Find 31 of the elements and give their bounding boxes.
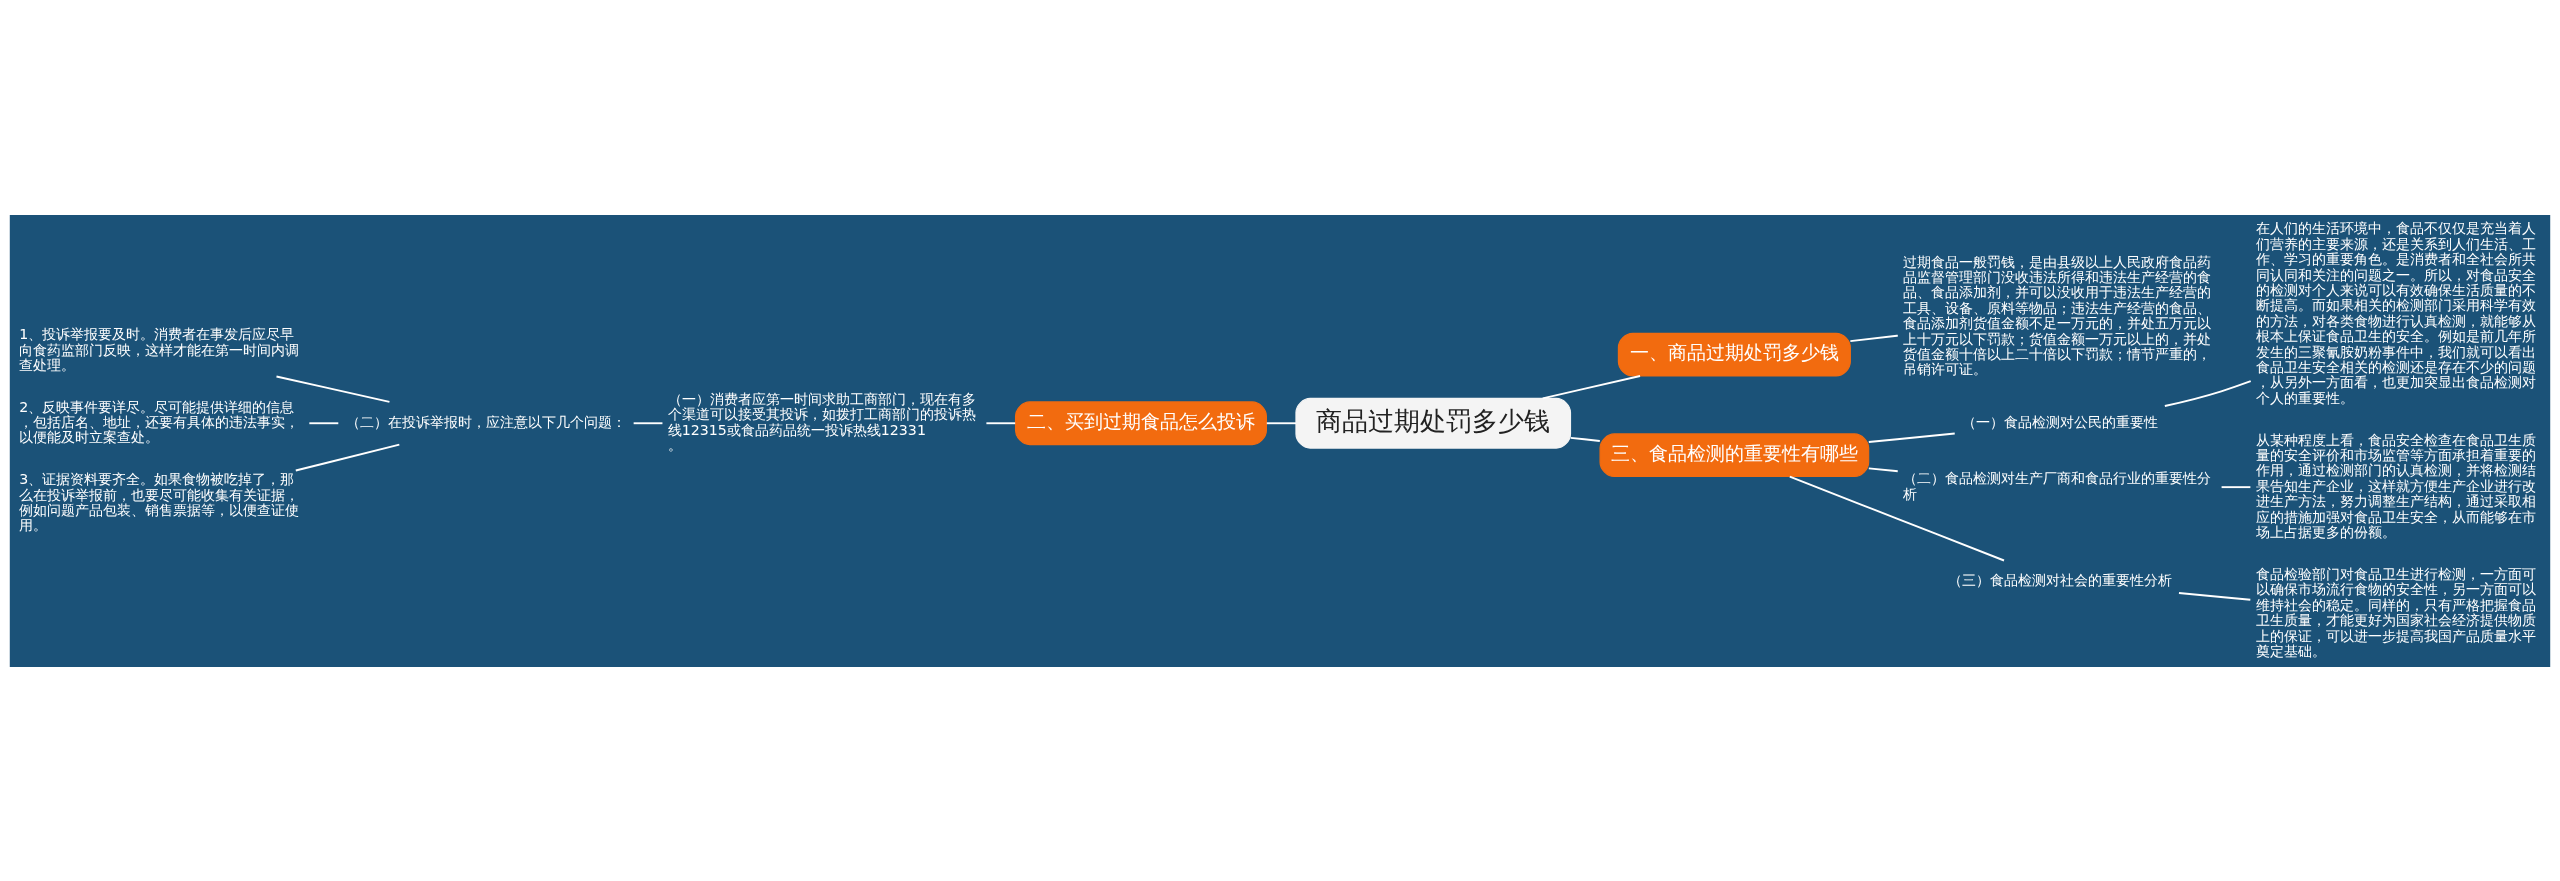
node-text: （二）食品检测对生产厂商和食品行业的重要性分析: [1902, 469, 2211, 502]
connector: [1265, 421, 1297, 424]
node-box: 三、食品检测的重要性有哪些: [1599, 432, 1870, 477]
connector: [275, 375, 391, 403]
connector: [1569, 436, 1601, 442]
node-text: （一）食品检测对公民的重要性: [1961, 413, 2158, 430]
connector: [2220, 485, 2252, 488]
connector: [1541, 374, 1641, 399]
node-box: 一、商品过期处罚多少钱: [1617, 332, 1851, 376]
node-text: 1、投诉举报要及时。消费者在事发后应尽早向食药监部门反映，这样才能在第一时间内调查处理。: [19, 325, 300, 373]
connector: [632, 421, 664, 424]
node-text: 过期食品一般罚钱，是由县级以上人民政府食品药品监督管理部门没收违法所得和违法生产经营的食品、食品添加剂，并可以没收用于违法生产经营的工具、设备、原料等物品；违法生产经营的食品、食品添加剂货值金额不足一万元的，并处五万元以上十万元以下罚款；货值金额一万元以上的，并处货值金额十倍以上二十倍以下罚款；情节严重的，吊销许可证。: [1902, 253, 2211, 377]
connector: [294, 443, 401, 471]
connector: [1849, 334, 1899, 342]
connector: [2163, 379, 2252, 407]
connector: [308, 421, 340, 424]
node-text: 3、证据资料要齐全。如果食物被吃掉了，那么在投诉举报前，也要尽可能收集有关证据，例如问题产品包装、销售票据等，以便查证使用。: [19, 470, 300, 533]
node-text: （一）消费者应第一时间求助工商部门，现在有多个渠道可以接受其投诉，如拨打工商部门的投诉热线12315或食品药品统一投诉热线12331。: [667, 390, 976, 453]
node-text: （三）食品检测对社会的重要性分析: [1947, 571, 2172, 588]
node-text: （二）在投诉举报时，应注意以下几个问题：: [346, 413, 627, 430]
connector: [985, 421, 1017, 424]
node-box: 二、买到过期食品怎么投诉: [1014, 400, 1267, 445]
node-text: 在人们的生活环境中，食品不仅仅是充当着人们营养的主要来源，还是关系到人们生活、工作、学习的重要角色。是消费者和全社会所共同认同和关注的问题之一。所以，对食品安全的检测对个人来说可以有效确保生活质量的不断提高。而如果相关的检测部门采用科学有效的方法，对各类食物进行认真检测，就能够从根本上保证食品卫生的安全。例如是前几年所发生的三聚氰胺奶粉事件中，我们就可以看出食品卫生安全相关的检测还是存在不少的问题，从另外一方面看，也更加突显出食品检测对个人的重要性。: [2255, 219, 2536, 406]
node-text: 从某种程度上看，食品安全检查在食品卫生质量的安全评价和市场监管等方面承担着重要的作用，通过检测部门的认真检测，并将检测结果告知生产企业，这样就方便生产企业进行改进生产方法，努力调整生产结构，通过采取相应的措施加强对食品卫生安全，从而能够在市场上占据更多的份额。: [2255, 431, 2536, 540]
connector: [2178, 591, 2252, 601]
connector: [1867, 432, 1956, 443]
connector: [1867, 466, 1899, 472]
node-text: 2、反映事件要详尽。尽可能提供详细的信息，包括店名、地址，还要有具体的违法事实，以便能及时立案查处。: [19, 398, 300, 445]
connector: [1788, 475, 2005, 561]
node-box: 商品过期处罚多少钱: [1295, 397, 1572, 449]
node-text: 食品检验部门对食品卫生进行检测，一方面可以确保市场流行食物的安全性，另一方面可以维持社会的稳定。同样的，只有严格把握食品卫生质量，才能更好为国家社会经济提供物质上的保证，可以进一步提高我国产品质量水平奠定基础。: [2255, 565, 2536, 659]
